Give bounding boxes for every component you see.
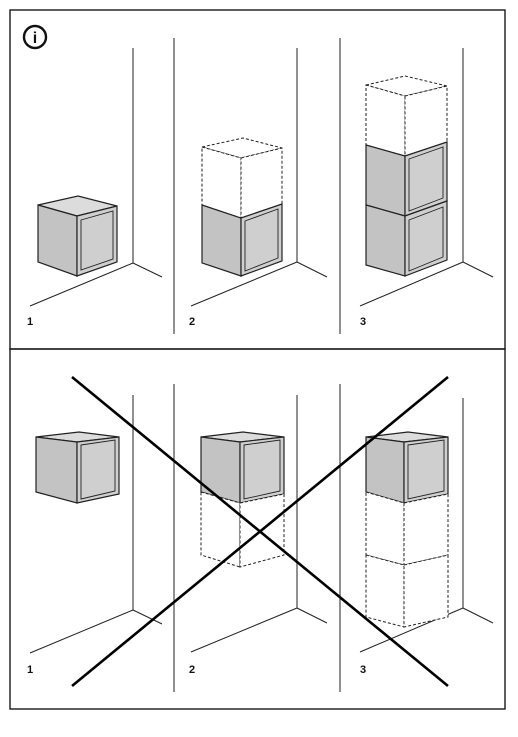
step-label-3: 3 (360, 316, 366, 328)
incorrect-panel-frame (9, 348, 506, 710)
cabinet-solid (200, 431, 285, 504)
cabinet-solid (365, 141, 448, 217)
step-label-3: 3 (360, 664, 366, 676)
wall-corner-top-2 (190, 48, 328, 307)
cross-icon (71, 375, 449, 688)
cabinet-dashed (200, 491, 285, 568)
cabinet-dashed (365, 491, 449, 566)
wall-corner-bottom-1 (29, 395, 163, 654)
wall-corner-top-3 (359, 48, 494, 307)
cabinet-solid (365, 431, 449, 504)
cabinet-dashed (365, 75, 448, 157)
cabinet-dashed (365, 554, 449, 628)
step-label-1: 1 (27, 664, 33, 676)
wall-corner-top-1 (29, 48, 163, 307)
info-icon: i (22, 24, 48, 50)
cabinet-solid (37, 195, 118, 277)
cabinet-solid (201, 203, 283, 277)
cabinet-dashed (201, 137, 283, 219)
step-label-2: 2 (189, 664, 195, 676)
cabinet-solid (365, 200, 448, 277)
step-label-2: 2 (189, 316, 195, 328)
cabinet-solid (35, 431, 120, 504)
step-label-1: 1 (27, 316, 33, 328)
info-icon-glyph: i (33, 30, 37, 47)
